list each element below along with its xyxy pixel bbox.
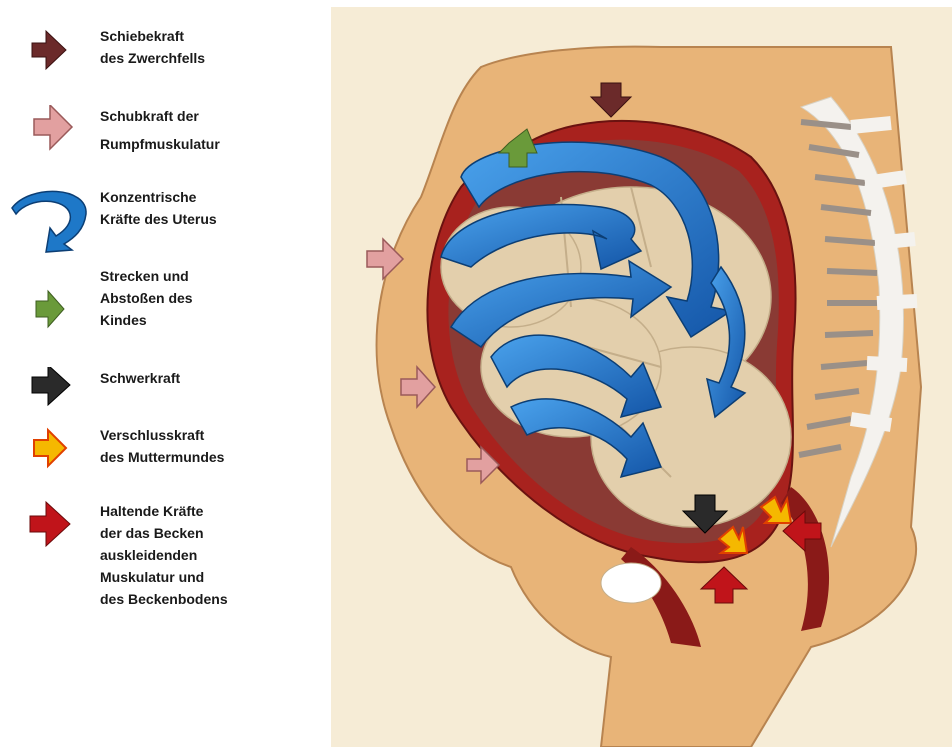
legend-line: Schwerkraft — [100, 367, 180, 389]
legend-label-diaphragm: Schiebekraft des Zwerchfells — [100, 25, 205, 69]
arrow-trunk-icon — [0, 105, 90, 155]
arrow-pelvic-floor-icon — [0, 500, 90, 550]
legend-line: auskleidenden — [100, 544, 228, 566]
legend-line: Verschlusskraft — [100, 424, 224, 446]
arrow-diaphragm-icon — [0, 25, 90, 75]
legend-label-uterus: Konzentrische Kräfte des Uterus — [100, 186, 217, 230]
legend-line: des Beckenbodens — [100, 588, 228, 610]
curved-arrow-uterus-icon — [0, 186, 95, 256]
arrow-gravity-icon — [0, 367, 90, 417]
legend-line: Konzentrische — [100, 186, 217, 208]
legend: Schiebekraft des Zwerchfells Schubkraft … — [0, 0, 330, 747]
legend-line: Muskulatur und — [100, 566, 228, 588]
legend-label-pelvic-floor: Haltende Kräfte der das Becken auskleide… — [100, 500, 228, 610]
legend-label-cervix: Verschlusskraft des Muttermundes — [100, 424, 224, 468]
legend-line: Haltende Kräfte — [100, 500, 228, 522]
legend-line: Abstoßen des — [100, 287, 193, 309]
legend-label-gravity: Schwerkraft — [100, 367, 180, 389]
legend-line: der das Becken — [100, 522, 228, 544]
legend-label-trunk-muscles: Schubkraft der Rumpfmuskulatur — [100, 105, 220, 155]
legend-line: des Muttermundes — [100, 446, 224, 468]
legend-line: Schubkraft der — [100, 105, 220, 127]
legend-line: Kindes — [100, 309, 193, 331]
legend-line: Rumpfmuskulatur — [100, 133, 220, 155]
arrow-child-icon — [0, 265, 90, 335]
arrow-cervix-icon — [0, 424, 90, 474]
legend-line: Schiebekraft — [100, 25, 205, 47]
anatomy-illustration — [331, 7, 952, 747]
legend-label-child: Strecken und Abstoßen des Kindes — [100, 265, 193, 331]
legend-line: Kräfte des Uterus — [100, 208, 217, 230]
legend-line: Strecken und — [100, 265, 193, 287]
legend-line: des Zwerchfells — [100, 47, 205, 69]
